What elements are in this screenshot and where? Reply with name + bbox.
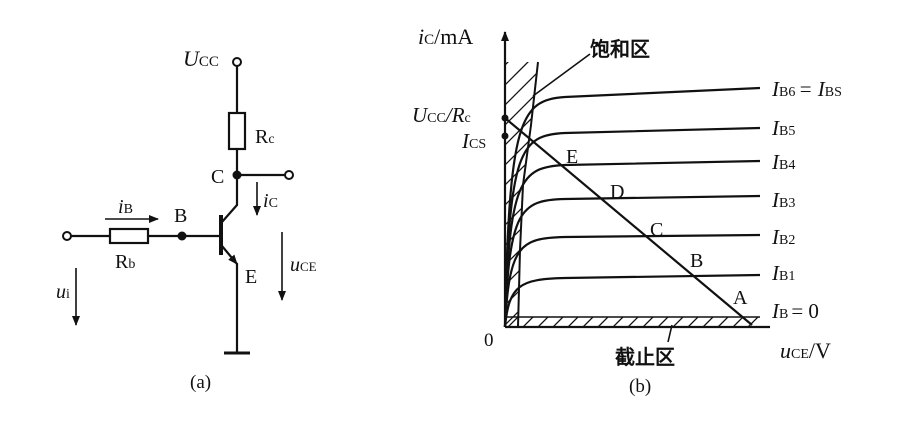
cutoff-leader-line [667,324,673,343]
curve-ib5 [503,126,761,328]
caption-b: (b) [629,376,651,397]
ucc-rc-label: UCC/Rc [412,103,471,127]
input-terminal [62,231,72,241]
curve-ib2 [503,233,761,328]
output-terminal [284,170,294,180]
curve-ib1 [503,273,761,328]
ucc-rc-point [501,114,509,122]
ui-label: ui [56,281,70,303]
node-c-label: C [211,166,224,188]
curve-label-ib4: IB4 [771,150,795,174]
y-axis-label: iC/mA [418,24,473,49]
point-b-label: B [690,250,703,272]
output-characteristics-graph: iC/mA uCE/V 0 IB6= IBS IB5 IB4 IB3 IB2 I… [412,24,842,397]
rc-label: Rc [255,126,275,148]
point-e-label: E [566,146,578,168]
point-c-label: C [650,219,663,241]
rb-label: Rb [115,251,135,273]
collector-lead [220,203,239,224]
caption-a: (a) [190,372,211,393]
point-d-label: D [610,181,624,203]
curve-label-ib3: IB3 [771,188,795,212]
node-e-label: E [245,266,257,288]
curve-label-ib6: IB6= IBS [771,77,842,101]
curve-ib3 [503,194,761,328]
resistor-rc [227,111,247,151]
curve-label-ib1: IB1 [771,261,795,285]
curve-label-ib5: IB5 [771,116,795,140]
point-a-label: A [733,287,748,309]
cutoff-region-label: 截止区 [615,345,675,369]
ic-label: iC [263,190,278,212]
node-b-label: B [174,205,187,227]
curve-ib4 [503,159,761,328]
x-axis-label: uCE/V [780,338,831,363]
resistor-rb [108,227,150,245]
ics-point [501,132,509,140]
ucc-terminal [232,57,242,67]
curve-ib6 [503,86,761,328]
uce-label: uCE [290,254,317,276]
load-line [504,117,753,326]
ics-label: ICS [461,129,486,153]
circuit-diagram: UCC Rc C E iC uCE B Rb [56,46,317,393]
origin-label: 0 [484,330,494,351]
curve-label-ib0: IB= 0 [771,299,819,323]
ucc-label: UCC [183,46,219,71]
ib-label: iB [118,196,133,218]
saturation-leader-line [532,53,591,97]
emitter-lead [220,244,239,266]
saturation-region-label: 饱和区 [590,37,650,61]
curve-label-ib2: IB2 [771,225,795,249]
